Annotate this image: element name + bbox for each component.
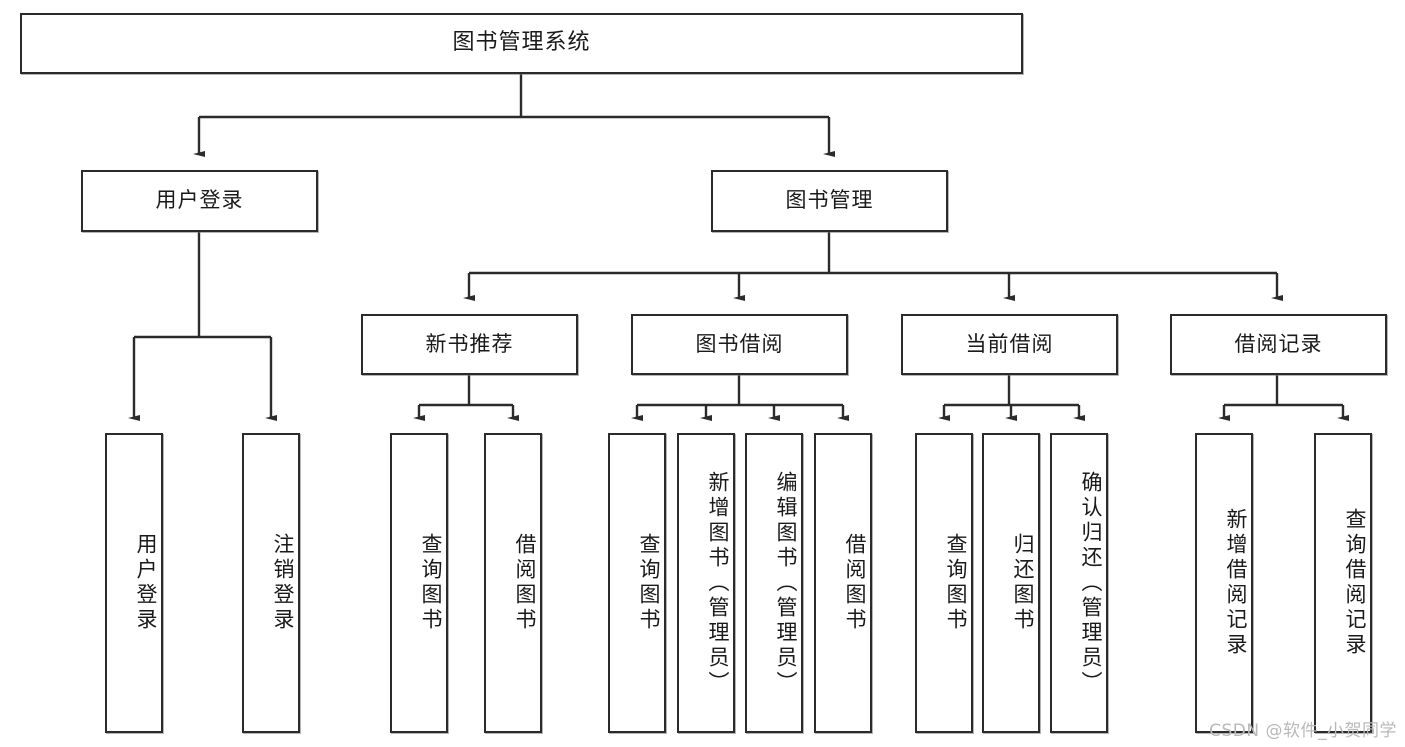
node-leaf-user-login[interactable]: 用户登录 xyxy=(105,433,163,733)
node-leaf-borrow-borrow-book[interactable]: 借阅图书 xyxy=(814,433,872,733)
node-root[interactable]: 图书管理系统 xyxy=(20,13,1023,74)
node-book-borrow-label: 图书借阅 xyxy=(695,331,784,356)
node-current-borrow-label: 当前借阅 xyxy=(965,331,1054,356)
node-leaf-label: 确认归还（管理员） xyxy=(1079,470,1103,696)
node-leaf-borrow-edit-book[interactable]: 编辑图书（管理员） xyxy=(745,433,803,733)
node-leaf-label: 查询图书 xyxy=(637,533,661,633)
node-leaf-label: 查询借阅记录 xyxy=(1343,508,1367,658)
node-leaf-label: 借阅图书 xyxy=(513,533,537,633)
node-leaf-label: 新增借阅记录 xyxy=(1224,508,1248,658)
node-leaf-recommend-borrow-book[interactable]: 借阅图书 xyxy=(484,433,542,733)
node-borrow-record[interactable]: 借阅记录 xyxy=(1170,314,1387,375)
node-borrow-record-label: 借阅记录 xyxy=(1234,331,1323,356)
node-leaf-record-query[interactable]: 查询借阅记录 xyxy=(1314,433,1372,733)
node-leaf-label: 查询图书 xyxy=(944,533,968,633)
node-leaf-label: 查询图书 xyxy=(419,533,443,633)
node-book-borrow[interactable]: 图书借阅 xyxy=(631,314,848,375)
node-new-book-recommend-label: 新书推荐 xyxy=(425,331,514,356)
node-current-borrow[interactable]: 当前借阅 xyxy=(901,314,1118,375)
node-leaf-current-query-book[interactable]: 查询图书 xyxy=(915,433,973,733)
node-new-book-recommend[interactable]: 新书推荐 xyxy=(361,314,578,375)
node-leaf-borrow-add-book[interactable]: 新增图书（管理员） xyxy=(677,433,735,733)
node-root-label: 图书管理系统 xyxy=(452,30,591,56)
node-leaf-label: 借阅图书 xyxy=(843,533,867,633)
node-leaf-label: 新增图书（管理员） xyxy=(706,470,730,696)
node-user-login-label: 用户登录 xyxy=(155,188,244,213)
node-leaf-current-confirm-return[interactable]: 确认归还（管理员） xyxy=(1050,433,1108,733)
node-leaf-recommend-query-book[interactable]: 查询图书 xyxy=(390,433,448,733)
node-leaf-label: 编辑图书（管理员） xyxy=(774,470,798,696)
node-leaf-label: 归还图书 xyxy=(1011,533,1035,633)
node-leaf-logout[interactable]: 注销登录 xyxy=(242,433,300,733)
node-book-management-label: 图书管理 xyxy=(785,188,874,213)
node-leaf-current-return-book[interactable]: 归还图书 xyxy=(982,433,1040,733)
node-leaf-label: 用户登录 xyxy=(134,533,158,633)
node-leaf-label: 注销登录 xyxy=(271,533,295,633)
watermark: CSDN @软件_小贺同学 xyxy=(1209,721,1397,741)
node-leaf-record-add[interactable]: 新增借阅记录 xyxy=(1195,433,1253,733)
node-book-management[interactable]: 图书管理 xyxy=(711,170,948,232)
node-user-login[interactable]: 用户登录 xyxy=(81,170,318,232)
node-leaf-borrow-query-book[interactable]: 查询图书 xyxy=(608,433,666,733)
